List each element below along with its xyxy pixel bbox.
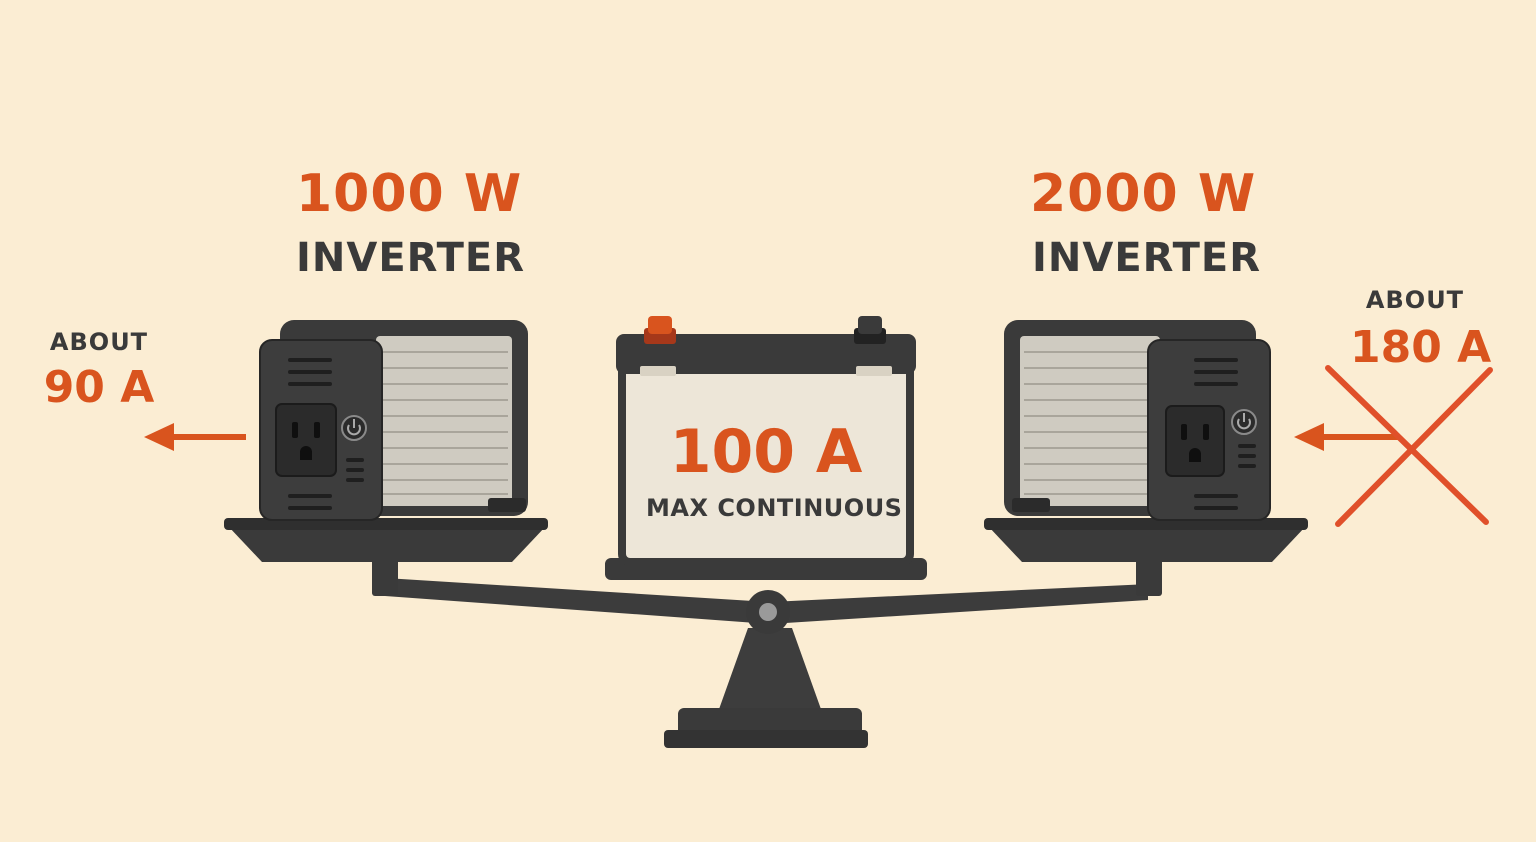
left-current-value: 90 A	[43, 362, 155, 413]
outlet-icon	[275, 403, 337, 477]
power-button-icon	[341, 415, 367, 441]
cross-mark-icon	[1325, 365, 1493, 527]
right-scale-pan	[984, 518, 1308, 562]
arrow-left-icon	[1294, 423, 1400, 451]
battery-rating-label: MAX CONTINUOUS	[646, 494, 903, 522]
negative-terminal-icon	[854, 316, 886, 344]
battery-rating: 100 A	[669, 417, 863, 487]
left-current-label: ABOUT	[49, 328, 149, 356]
left-inverter-power: 1000 W	[296, 164, 523, 224]
right-current-value: 180 A	[1350, 322, 1492, 373]
battery	[605, 316, 927, 580]
power-button-icon	[1231, 409, 1257, 435]
right-current-label: ABOUT	[1365, 286, 1465, 314]
scale-beam	[372, 556, 1162, 634]
outlet-icon	[1165, 405, 1225, 477]
left-inverter	[259, 320, 528, 521]
positive-terminal-icon	[644, 316, 676, 344]
left-inverter-kind: INVERTER	[296, 235, 526, 281]
arrow-left-icon	[144, 423, 246, 451]
left-scale-pan	[224, 518, 548, 562]
right-inverter-kind: INVERTER	[1032, 235, 1262, 281]
right-inverter	[1004, 320, 1271, 521]
right-inverter-power: 2000 W	[1030, 164, 1257, 224]
scale-base	[664, 628, 868, 748]
